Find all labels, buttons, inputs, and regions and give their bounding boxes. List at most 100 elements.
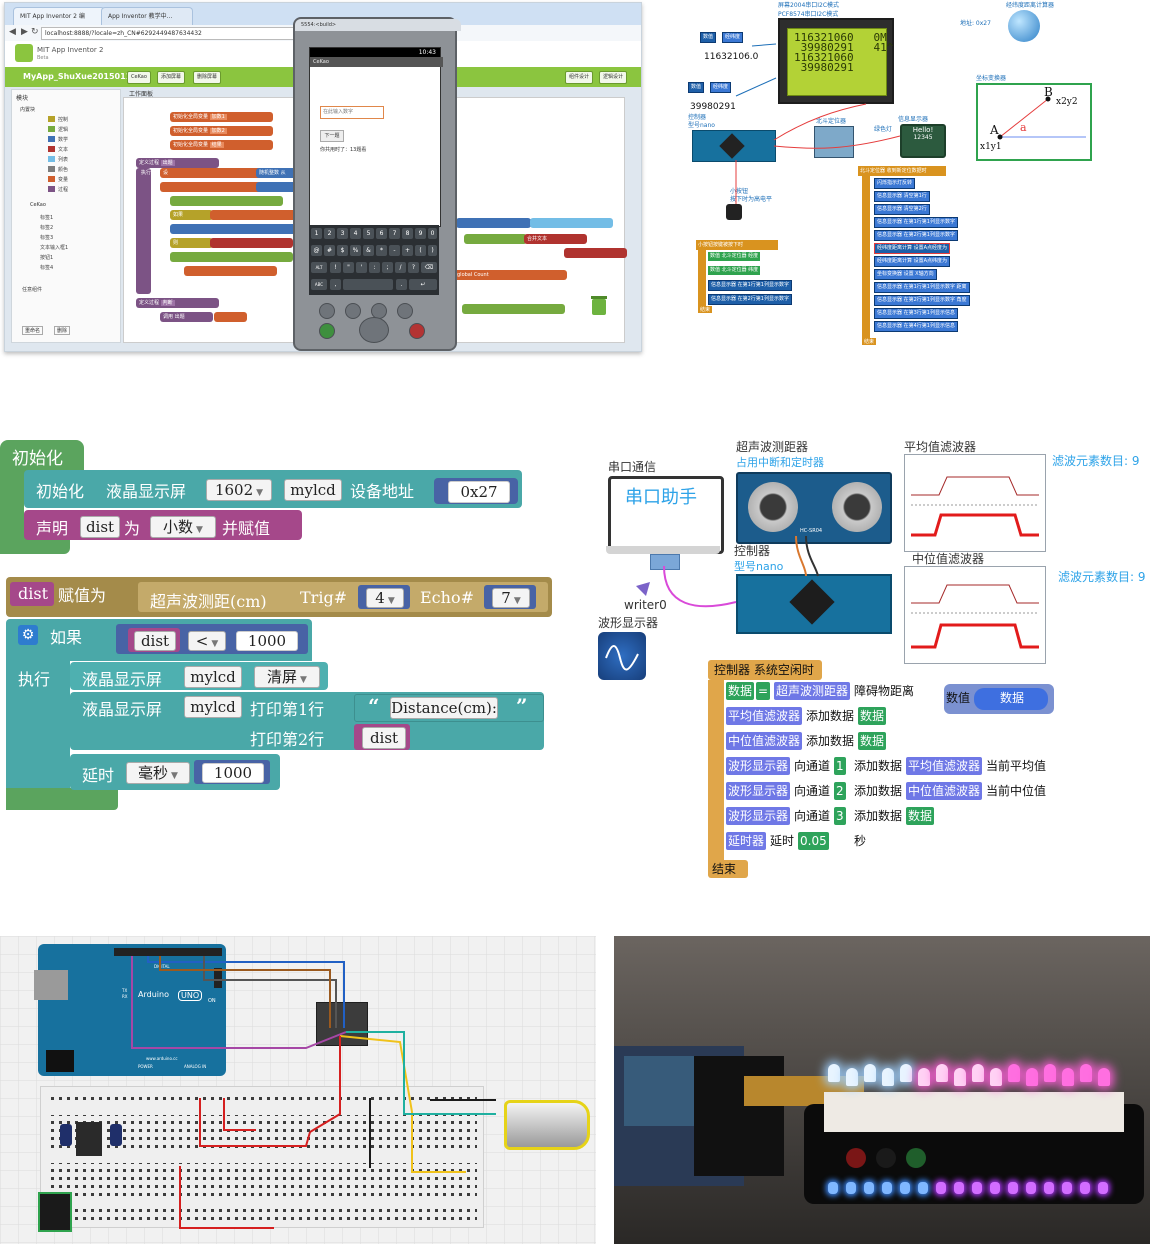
- cond-var[interactable]: dist: [134, 631, 176, 651]
- button-seq-block[interactable]: 数值 北斗定位器 经度: [708, 252, 761, 261]
- key-quote[interactable]: ": [343, 262, 354, 273]
- idle-seq-chip[interactable]: 当前平均值: [986, 759, 1047, 773]
- key-period[interactable]: .: [396, 279, 407, 290]
- lcd-name-field[interactable]: mylcd: [284, 479, 342, 501]
- long-block-2[interactable]: 经纬度: [710, 82, 732, 93]
- back-icon[interactable]: ◀: [9, 27, 16, 37]
- browser-tab-2[interactable]: App Inventor 教学中...: [101, 7, 193, 26]
- key-rparen[interactable]: ): [428, 245, 437, 256]
- key-1[interactable]: 1: [311, 228, 322, 239]
- next-button[interactable]: 下一题: [320, 130, 344, 142]
- screen-item-2[interactable]: 标签2: [40, 225, 54, 231]
- delay-value[interactable]: 1000: [202, 763, 264, 783]
- lcd-name-2[interactable]: mylcd: [184, 666, 242, 688]
- key-star[interactable]: *: [376, 245, 387, 256]
- screen-item-1[interactable]: 标签1: [40, 215, 54, 221]
- idle-seq-chip[interactable]: 向通道: [794, 809, 831, 823]
- key-4[interactable]: 4: [350, 228, 361, 239]
- key-minus[interactable]: -: [389, 245, 400, 256]
- key-semicolon[interactable]: ;: [382, 262, 393, 273]
- button-seq-block[interactable]: 数值 北斗定位器 纬度: [708, 266, 761, 275]
- idle-seq-chip[interactable]: 超声波测距器: [774, 682, 851, 700]
- idle-seq-chip[interactable]: 中位值滤波器: [726, 732, 803, 750]
- reload-icon[interactable]: ↻: [31, 27, 39, 37]
- gps-seq-block[interactable]: 信息显示器 在第1行第1列显示数字 距离: [874, 282, 970, 293]
- builtin-item-list[interactable]: 列表: [58, 157, 69, 163]
- idle-seq-chip[interactable]: 添加数据: [854, 759, 903, 773]
- key-percent[interactable]: %: [350, 245, 361, 256]
- idle-seq-chip[interactable]: 延时器: [726, 832, 767, 850]
- builtin-item-math[interactable]: 数学: [58, 137, 69, 143]
- power-button[interactable]: [397, 303, 413, 319]
- delay-unit-dropdown[interactable]: 毫秒▼: [126, 762, 190, 784]
- button-seq-block[interactable]: 信息显示器 在第2行第1列显示数字: [708, 294, 792, 305]
- green-block-right[interactable]: [464, 234, 527, 244]
- browser-tab-1[interactable]: MIT App Inventor 2 编: [13, 7, 105, 26]
- compare-block[interactable]: [210, 210, 303, 220]
- idle-seq-chip[interactable]: 数据: [726, 682, 755, 700]
- ultrasonic-block[interactable]: [138, 582, 548, 612]
- list-block-right[interactable]: [530, 218, 613, 228]
- key-apos[interactable]: ': [356, 262, 367, 273]
- builtin-item-procedure[interactable]: 过程: [58, 187, 69, 193]
- key-8[interactable]: 8: [402, 228, 413, 239]
- remove-screen-button[interactable]: 删除屏幕: [193, 71, 222, 84]
- gps-seq-block[interactable]: 坐标变换器 设置 X轴方向: [874, 269, 937, 280]
- gps-seq-block[interactable]: 经纬度距离计算 设置A点经度为: [874, 243, 951, 254]
- add-screen-button[interactable]: 添加屏幕: [157, 71, 186, 84]
- idle-seq-chip[interactable]: 当前中位值: [986, 784, 1047, 798]
- builtin-item-color[interactable]: 颜色: [58, 167, 69, 173]
- gps-seq-block[interactable]: 经纬度距离计算 设置A点纬度为: [874, 256, 951, 267]
- key-2[interactable]: 2: [324, 228, 335, 239]
- key-space[interactable]: [343, 279, 393, 290]
- builtin-label[interactable]: 内置块: [20, 107, 36, 113]
- idle-seq-chip[interactable]: 波形显示器: [726, 757, 791, 775]
- key-0[interactable]: 0: [428, 228, 437, 239]
- global-count-block[interactable]: global Count: [454, 270, 567, 280]
- address-value[interactable]: 0x27: [448, 481, 510, 503]
- gps-seq-block[interactable]: 信息显示器 清空第1行: [874, 191, 930, 202]
- key-plus[interactable]: +: [402, 245, 413, 256]
- key-abc[interactable]: ABC: [311, 279, 327, 290]
- key-hash[interactable]: #: [324, 245, 335, 256]
- lcd-model-dropdown[interactable]: 1602▼: [206, 479, 272, 501]
- idle-seq-chip[interactable]: 秒: [854, 834, 867, 848]
- builtin-item-logic[interactable]: 逻辑: [58, 127, 69, 133]
- screen-item-5[interactable]: 按钮1: [40, 255, 54, 261]
- string-value[interactable]: Distance(cm):: [390, 697, 498, 719]
- set-block-1[interactable]: 设: [160, 168, 283, 178]
- green-block-1[interactable]: [170, 196, 283, 206]
- idle-seq-chip[interactable]: 添加数据: [806, 709, 855, 723]
- lcd-name-3[interactable]: mylcd: [184, 696, 242, 718]
- var-dist-field[interactable]: dist: [80, 516, 120, 538]
- forward-icon[interactable]: ▶: [21, 27, 28, 37]
- screen-select-button[interactable]: CeKao: [127, 71, 151, 84]
- rename-button[interactable]: 重命名: [22, 326, 44, 335]
- idle-seq-chip[interactable]: 向通道: [794, 784, 831, 798]
- trash-icon[interactable]: [590, 294, 608, 316]
- idle-seq-chip[interactable]: 延时: [770, 834, 795, 848]
- key-dollar[interactable]: $: [337, 245, 348, 256]
- idle-seq-chip[interactable]: 1: [834, 757, 846, 775]
- set-block-2[interactable]: [160, 182, 283, 192]
- idle-seq-chip[interactable]: 向通道: [794, 759, 831, 773]
- dpad[interactable]: [359, 317, 389, 343]
- var-block[interactable]: 数值 数据: [944, 684, 1054, 714]
- set-block-3[interactable]: [184, 266, 277, 276]
- url-field[interactable]: localhost:8888/?locale=zh_CN#62924494876…: [41, 27, 306, 40]
- idle-seq-chip[interactable]: 数据: [906, 807, 935, 825]
- idle-event-block[interactable]: 控制器 系统空闲时: [708, 660, 822, 680]
- global-init-block-3[interactable]: 初始化全局变量 结果: [170, 140, 273, 150]
- math-block-1[interactable]: [170, 224, 303, 234]
- idle-seq-chip[interactable]: 平均值滤波器: [906, 757, 983, 775]
- gps-seq-block[interactable]: 闪烁指示灯反转: [874, 178, 916, 189]
- gps-seq-block[interactable]: 信息显示器 在第2行第1列显示数字 角度: [874, 295, 970, 306]
- screen-label[interactable]: CeKao: [30, 202, 46, 208]
- idle-seq-chip[interactable]: =: [756, 682, 771, 700]
- key-9[interactable]: 9: [415, 228, 426, 239]
- small-orange-block[interactable]: [214, 312, 247, 322]
- idle-seq-chip[interactable]: 障碍物距离: [854, 684, 915, 698]
- volume-down-button[interactable]: [345, 303, 361, 319]
- echo-dropdown[interactable]: 7▼: [492, 588, 530, 608]
- idle-seq-chip[interactable]: 2: [834, 782, 846, 800]
